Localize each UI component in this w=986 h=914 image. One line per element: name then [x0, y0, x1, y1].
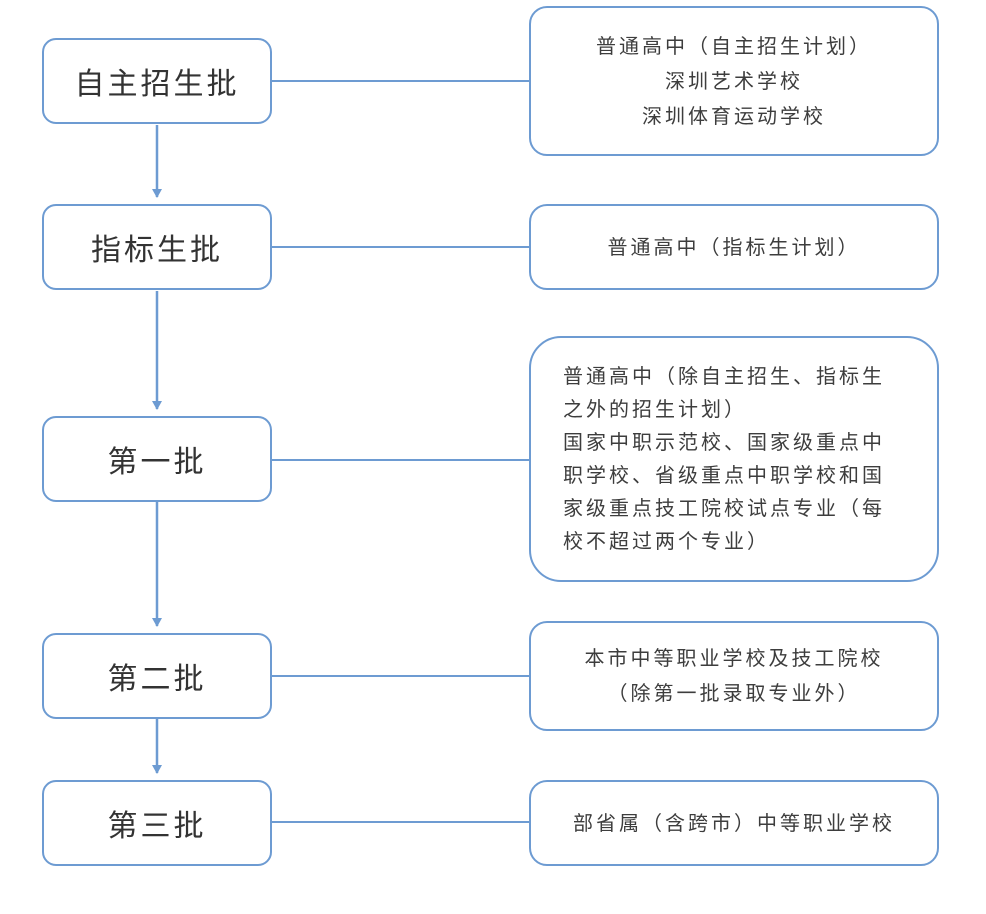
desc-line: 家级重点技工院校试点专业（每 [563, 496, 885, 520]
desc-line: 国家中职示范校、国家级重点中 [563, 430, 885, 454]
desc-line: 部省属（含跨市）中等职业学校 [573, 810, 895, 835]
stage-box-quota-students: 指标生批 [42, 204, 272, 290]
desc-line: 本市中等职业学校及技工院校 [584, 646, 884, 670]
desc-line: 普通高中（自主招生计划） [596, 33, 872, 58]
stage-box-second-batch: 第二批 [42, 633, 272, 719]
stage-label: 自主招生批 [74, 67, 240, 102]
stage-label: 指标生批 [91, 233, 223, 268]
desc-line: 普通高中（除自主招生、指标生 [563, 364, 885, 388]
desc-line: 校不超过两个专业） [563, 529, 770, 553]
desc-box-third-batch: 部省属（含跨市）中等职业学校 [529, 780, 939, 866]
stage-box-independent-enrollment: 自主招生批 [42, 38, 272, 124]
desc-box-independent-enrollment: 普通高中（自主招生计划） 深圳艺术学校 深圳体育运动学校 [529, 6, 939, 156]
desc-line: 深圳体育运动学校 [642, 103, 826, 128]
desc-line: 职学校、省级重点中职学校和国 [563, 463, 885, 487]
stage-label: 第二批 [107, 662, 207, 697]
stage-label: 第一批 [107, 445, 207, 480]
desc-box-first-batch: 普通高中（除自主招生、指标生 之外的招生计划） 国家中职示范校、国家级重点中 职… [529, 336, 939, 582]
stage-box-third-batch: 第三批 [42, 780, 272, 866]
desc-line: 深圳艺术学校 [665, 68, 803, 93]
desc-line: 普通高中（指标生计划） [607, 234, 861, 259]
stage-box-first-batch: 第一批 [42, 416, 272, 502]
desc-box-second-batch: 本市中等职业学校及技工院校 （除第一批录取专业外） [529, 621, 939, 731]
stage-label: 第三批 [107, 809, 207, 844]
desc-line: 之外的招生计划） [563, 397, 747, 421]
desc-line: （除第一批录取专业外） [607, 681, 861, 705]
desc-box-quota-students: 普通高中（指标生计划） [529, 204, 939, 290]
